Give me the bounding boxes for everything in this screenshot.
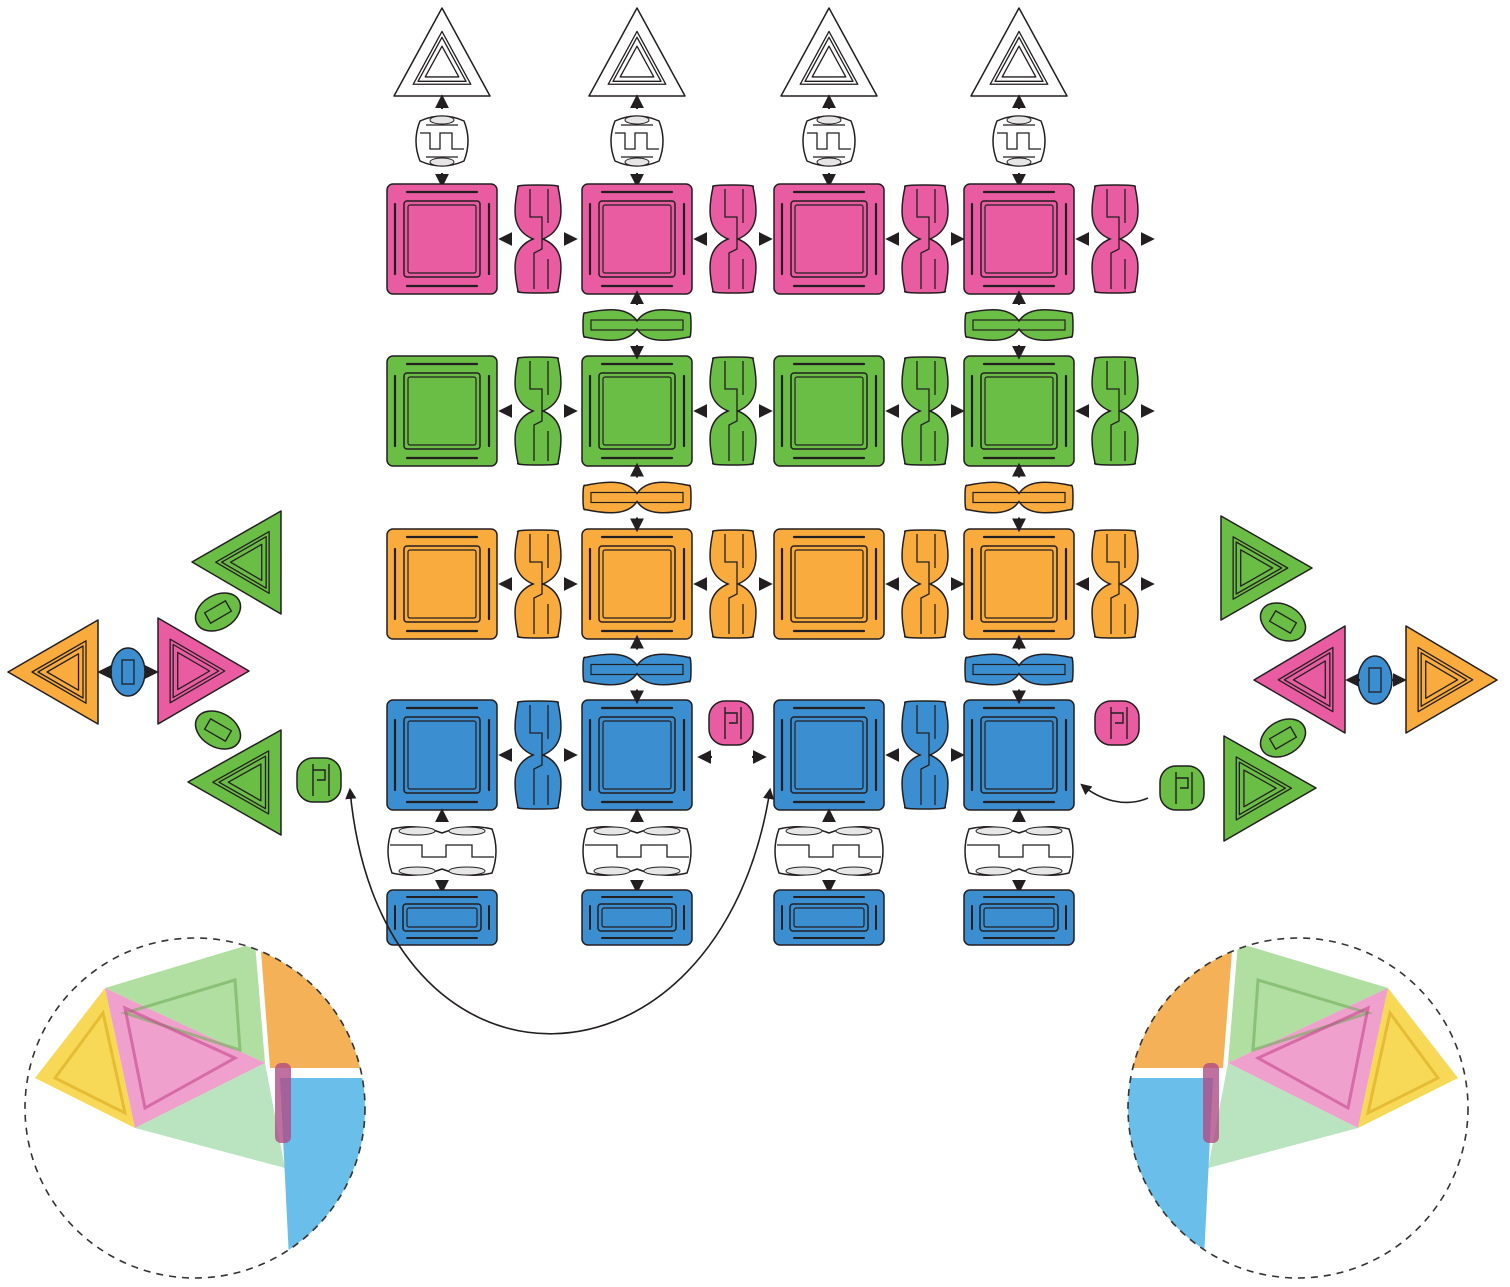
curved-arrow-right (1080, 783, 1149, 804)
bottom-clip-4 (964, 808, 1074, 894)
bottom-cap-3 (773, 889, 885, 946)
left-oval-middle (110, 647, 146, 697)
bottom-cap-1 (386, 889, 498, 946)
square-r2-c1 (386, 355, 498, 467)
clip-r4-c3 (885, 700, 965, 810)
left-triangle-bottom (187, 729, 282, 836)
square-r4-c3 (773, 699, 885, 811)
bottom-cap-4 (963, 889, 1075, 946)
left-oval-top (194, 592, 242, 632)
clip-r2-c3 (885, 356, 965, 466)
right-detail-photo (1128, 938, 1468, 1278)
square-r1-c4 (963, 183, 1075, 295)
clip-r4-c1 (498, 700, 578, 810)
hclip-r1-c4 (964, 290, 1074, 360)
clip-r1-c3 (885, 184, 965, 294)
clip-r3-c3 (885, 529, 965, 639)
right-detail-frame (1127, 937, 1469, 1279)
square-r4-c2 (581, 699, 693, 811)
clip-r2-c2 (693, 356, 773, 466)
clip-r2-c4 (1075, 356, 1155, 466)
square-r1-c2 (581, 183, 693, 295)
square-r4-c4 (963, 699, 1075, 811)
square-r3-c1 (386, 528, 498, 640)
square-r2-c2 (581, 355, 693, 467)
top-clip-3 (802, 94, 856, 188)
square-r3-c3 (773, 528, 885, 640)
left-detail-photo (25, 938, 365, 1278)
clip-r3-c4 (1075, 529, 1155, 639)
hclip-r2-c2 (582, 462, 692, 533)
hclip-r2-c4 (964, 462, 1074, 533)
bottom-clip-1 (387, 808, 497, 894)
right-green-tab (1159, 765, 1205, 811)
right-oval-middle (1357, 655, 1393, 705)
clip-r3-c2 (693, 529, 773, 639)
left-oval-bottom (194, 710, 242, 750)
clip-r1-c1 (498, 184, 578, 294)
top-triangle-3 (780, 7, 878, 97)
right-triangle-top (1220, 515, 1313, 621)
hclip-r3-c2 (582, 634, 692, 705)
square-r2-c3 (773, 355, 885, 467)
top-clip-4 (992, 94, 1046, 188)
bottom-cap-2 (581, 889, 693, 946)
hclip-r1-c2 (582, 290, 692, 360)
left-triangle-top (191, 510, 282, 615)
left-triangle-center (157, 617, 250, 725)
hclip-r3-c4 (964, 634, 1074, 705)
right-oval-top (1259, 602, 1307, 642)
right-triangle-outer (1405, 625, 1498, 734)
right-oval-bottom (1259, 718, 1307, 758)
clip-r1-c4 (1075, 184, 1155, 294)
right-triangle-center (1253, 625, 1346, 734)
top-triangle-4 (970, 7, 1068, 97)
left-green-tab (296, 757, 342, 803)
left-triangle-outer (7, 619, 99, 725)
right-triangle-bottom (1223, 735, 1317, 842)
left-detail-frame (24, 937, 366, 1279)
clip-r2-c1 (498, 356, 578, 466)
clip-r3-c1 (498, 529, 578, 639)
top-triangle-2 (588, 7, 686, 97)
bottom-clip-2 (582, 808, 692, 894)
square-r2-c4 (963, 355, 1075, 467)
curved-arrow-bottom (345, 787, 775, 1035)
top-clip-1 (415, 94, 469, 188)
clip-r1-c2 (693, 184, 773, 294)
square-r1-c1 (386, 183, 498, 295)
top-triangle-1 (393, 7, 491, 97)
top-clip-2 (610, 94, 664, 188)
pink-tab-2 (1094, 700, 1140, 746)
square-r3-c2 (581, 528, 693, 640)
square-r4-c1 (386, 699, 498, 811)
square-r3-c4 (963, 528, 1075, 640)
square-r1-c3 (773, 183, 885, 295)
bottom-clip-3 (774, 808, 884, 894)
pink-tab-1 (708, 700, 754, 746)
